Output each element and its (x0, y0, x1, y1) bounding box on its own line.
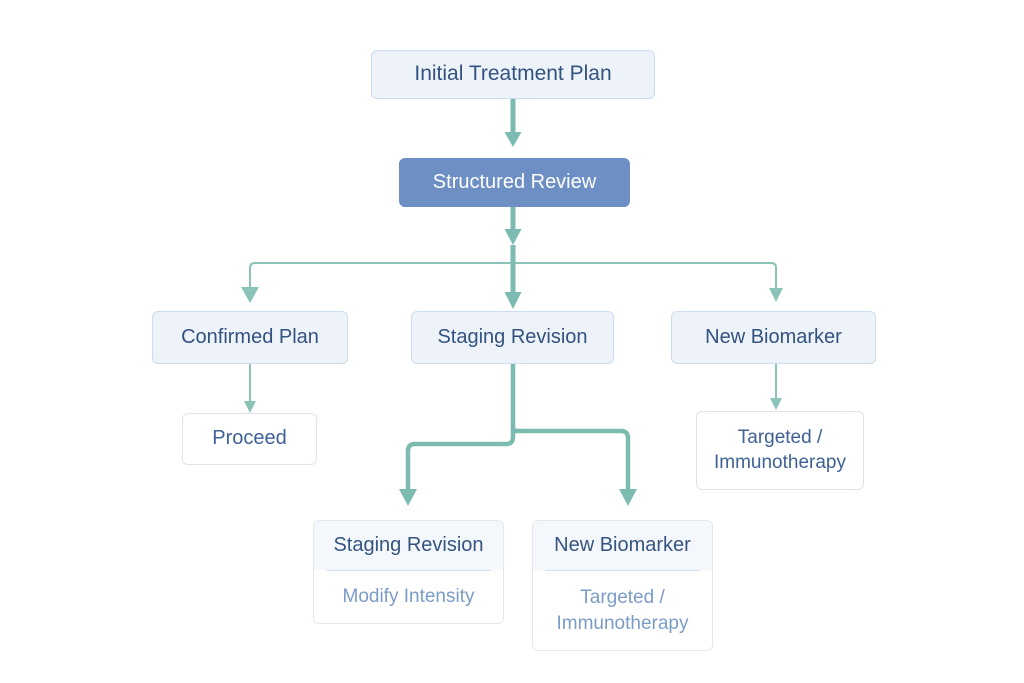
edge-confirmed-plan-to-proceed (244, 364, 256, 413)
node-staging-revision-label: Staging Revision (437, 325, 588, 348)
card-new-biomarker-divider (545, 570, 700, 571)
node-staging-revision[interactable]: Staging Revision (411, 311, 614, 364)
node-confirmed-plan[interactable]: Confirmed Plan (152, 311, 348, 364)
node-new-biomarker-label: New Biomarker (705, 325, 842, 348)
edge-branch-to-new-biomarker (769, 288, 783, 302)
card-staging-revision[interactable]: Staging Revision Modify Intensity (313, 520, 504, 624)
card-staging-revision-header-label: Staging Revision (333, 534, 484, 556)
node-initial-treatment-plan-label: Initial Treatment Plan (414, 62, 612, 86)
edge-staging-revision-split (399, 364, 637, 506)
card-staging-revision-body-label: Modify Intensity (342, 586, 475, 608)
card-staging-revision-divider (326, 570, 491, 571)
node-proceed-label: Proceed (212, 427, 287, 450)
card-new-biomarker-body: Targeted / Immunotherapy (533, 571, 712, 650)
edge-branch-bar (249, 262, 777, 291)
node-initial-treatment-plan[interactable]: Initial Treatment Plan (371, 50, 655, 99)
node-targeted-immunotherapy-line1: Targeted / (737, 427, 823, 449)
edge-new-biomarker-to-targeted (770, 364, 782, 410)
card-new-biomarker-header: New Biomarker (533, 521, 712, 570)
card-new-biomarker-body-line1: Targeted / (580, 587, 665, 609)
edge-branch-to-staging-revision (504, 245, 522, 309)
card-new-biomarker-header-label: New Biomarker (554, 534, 691, 556)
card-new-biomarker-body-line2: Immunotherapy (556, 612, 689, 634)
card-staging-revision-header: Staging Revision (314, 521, 503, 570)
card-new-biomarker[interactable]: New Biomarker Targeted / Immunotherapy (532, 520, 713, 651)
edge-initial-plan-to-structured-review (504, 99, 522, 147)
node-proceed[interactable]: Proceed (182, 413, 317, 465)
node-structured-review-label: Structured Review (432, 170, 597, 193)
node-targeted-immunotherapy-line2: Immunotherapy (713, 451, 846, 473)
edge-branch-to-confirmed-plan (241, 287, 259, 303)
card-staging-revision-body: Modify Intensity (314, 571, 503, 623)
node-new-biomarker[interactable]: New Biomarker (671, 311, 876, 364)
node-structured-review[interactable]: Structured Review (399, 158, 630, 207)
node-confirmed-plan-label: Confirmed Plan (181, 325, 319, 348)
edge-structured-review-to-branch-bar (504, 207, 522, 245)
node-targeted-immunotherapy[interactable]: Targeted / Immunotherapy (696, 411, 864, 490)
